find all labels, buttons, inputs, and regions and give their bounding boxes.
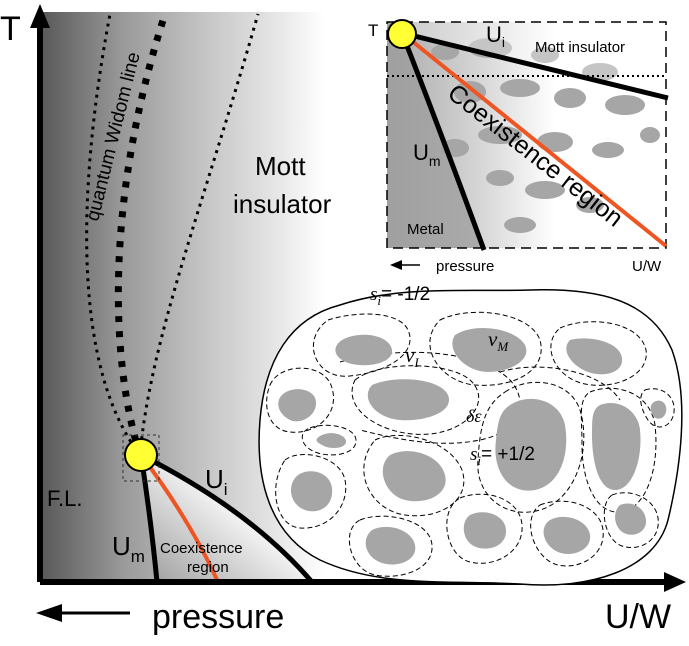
- widom-line-left: [85, 13, 142, 456]
- mott-label-line2: insulator: [233, 189, 332, 219]
- inset-first-order-line: [400, 31, 668, 248]
- ui-label: Ui: [205, 464, 228, 499]
- mott-label-line1: Mott: [255, 151, 306, 181]
- pressure-label: pressure: [152, 598, 284, 636]
- coexistence-label-line2: region: [187, 559, 229, 576]
- widom-lines: [85, 12, 260, 457]
- inset-um-line: [399, 32, 487, 251]
- inset-t-label: T: [368, 21, 378, 40]
- um-label: Um: [112, 531, 145, 566]
- spin-plus-label: si= +1/2: [470, 444, 535, 468]
- inset-pressure-arrow-head: [390, 260, 402, 270]
- critical-point-marker: [124, 438, 158, 472]
- inset-ui-line: [401, 30, 669, 101]
- fermi-liquid-label: F.L.: [47, 486, 82, 511]
- widom-line-right: [138, 13, 260, 456]
- coexistence-label-line1: Coexistence: [160, 540, 243, 557]
- x-axis-arrow: [664, 572, 686, 592]
- nu-metal-label: νM: [488, 327, 509, 354]
- first-order-line: [139, 453, 220, 583]
- inset-panel: T Mott insulator Ui Um Coexistence regio…: [368, 19, 669, 275]
- inset-mott-region: [402, 22, 666, 98]
- y-axis-label: T: [0, 10, 21, 48]
- domain-structure: si= -1/2 si= +1/2 νI νM δε: [258, 284, 683, 586]
- inset-pressure-label: pressure: [436, 258, 494, 275]
- inset-metal-region: [387, 22, 484, 248]
- inset-border: [386, 21, 667, 249]
- inset-metal-label: Metal: [407, 221, 444, 238]
- y-axis-arrow: [30, 4, 50, 28]
- spin-minus-label: si= -1/2: [370, 284, 430, 308]
- inset-critical-point: [387, 19, 417, 49]
- pressure-arrow-head: [36, 604, 62, 622]
- inset-ui-label: Ui: [486, 22, 505, 50]
- metallic-domains: [278, 327, 667, 565]
- inset-mott-label: Mott insulator: [535, 39, 625, 56]
- x-axis-label: U/W: [605, 598, 671, 636]
- inset-uw-label: U/W: [632, 258, 662, 275]
- nu-insulator-label: νI: [405, 343, 419, 370]
- delta-epsilon-label: δε: [466, 406, 482, 426]
- coexistence-region-fill: [141, 455, 312, 582]
- zoom-box: [122, 434, 160, 482]
- ui-line: [139, 452, 314, 584]
- inset-um-label: Um: [413, 140, 441, 169]
